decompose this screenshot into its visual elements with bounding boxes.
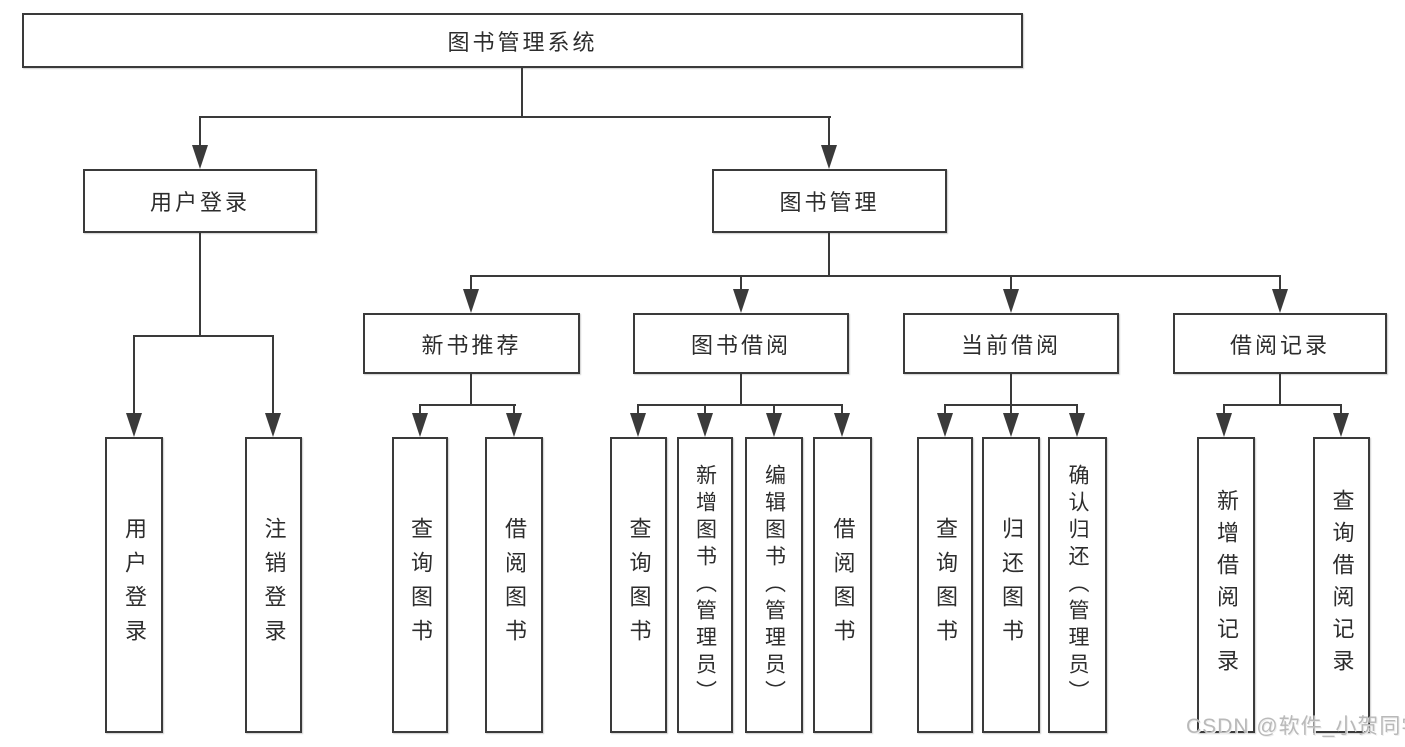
node-new-book-recommend-label: 新书推荐: [421, 332, 522, 358]
arrowhead-leaf-query-record: [1333, 413, 1349, 437]
connector-book-management-stem: [828, 233, 830, 276]
arrowhead-leaf-query-borrow: [630, 413, 646, 437]
leaf-query-books-recommend: 查询图书: [392, 437, 448, 733]
connector-book-borrow-rail: [637, 404, 843, 406]
arrowhead-borrow-records: [1272, 289, 1288, 313]
arrowhead-leaf-add-books: [697, 413, 713, 437]
leaf-query-books-recommend-label: 查询图书: [408, 517, 433, 653]
arrowhead-book-management: [821, 145, 837, 169]
arrowhead-leaf-query-recommend: [412, 413, 428, 437]
connector-to-leaf-add-record: [1223, 404, 1225, 420]
connector-to-leaf-query-recommend: [419, 404, 421, 420]
connector-to-leaf-edit-books: [773, 404, 775, 420]
node-current-borrow: 当前借阅: [903, 313, 1119, 374]
connector-new-book-rail: [419, 404, 516, 406]
connector-book-borrow-stem: [740, 374, 742, 406]
arrowhead-leaf-add-record: [1216, 413, 1232, 437]
node-borrow-records: 借阅记录: [1173, 313, 1387, 374]
node-borrow-records-label: 借阅记录: [1229, 332, 1330, 358]
arrowhead-leaf-borrow-recommend: [506, 413, 522, 437]
node-root: 图书管理系统: [22, 13, 1023, 68]
leaf-query-borrow-record: 查询借阅记录: [1313, 437, 1370, 733]
leaf-return-books: 归还图书: [982, 437, 1040, 733]
arrowhead-leaf-confirm-return: [1069, 413, 1085, 437]
connector-to-new-book-recommend: [470, 275, 472, 297]
arrowhead-new-book-recommend: [463, 289, 479, 313]
leaf-borrow-books-recommend-label: 借阅图书: [502, 517, 527, 653]
connector-borrow-records-stem: [1279, 374, 1281, 406]
connector-to-current-borrow: [1010, 275, 1012, 297]
arrowhead-current-borrow: [1003, 289, 1019, 313]
node-book-management-label: 图书管理: [779, 190, 880, 215]
node-user-login: 用户登录: [83, 169, 317, 233]
connector-to-borrow-records: [1279, 275, 1281, 297]
leaf-confirm-return-admin-label: 确认归还（管理员）: [1066, 463, 1089, 707]
connector-to-leaf-logout: [272, 335, 274, 421]
connector-root-to-user-login: [199, 116, 201, 150]
leaf-query-borrow-record-label: 查询借阅记录: [1329, 489, 1355, 681]
arrowhead-leaf-edit-books: [766, 413, 782, 437]
node-new-book-recommend: 新书推荐: [363, 313, 580, 374]
arrowhead-leaf-user-login: [126, 413, 142, 437]
leaf-borrow-books-recommend: 借阅图书: [485, 437, 543, 733]
node-current-borrow-label: 当前借阅: [960, 332, 1061, 358]
connector-to-leaf-borrow-recommend: [513, 404, 515, 420]
connector-to-leaf-query-current: [944, 404, 946, 420]
leaf-edit-books-admin-label: 编辑图书（管理员）: [762, 463, 786, 707]
connector-to-leaf-query-record: [1340, 404, 1342, 420]
leaf-borrow-books: 借阅图书: [813, 437, 872, 733]
connector-root-to-book-management: [828, 116, 830, 150]
connector-current-borrow-stem: [1010, 374, 1012, 406]
leaf-confirm-return-admin: 确认归还（管理员）: [1048, 437, 1107, 733]
arrowhead-book-borrow: [733, 289, 749, 313]
leaf-query-books-current: 查询图书: [917, 437, 973, 733]
csdn-watermark: CSDN @软件_小贺同学: [1186, 715, 1405, 738]
leaf-query-books-borrow-label: 查询图书: [626, 517, 652, 653]
connector-to-leaf-add-books: [704, 404, 706, 420]
node-book-borrow: 图书借阅: [633, 313, 849, 374]
leaf-logout-label: 注销登录: [261, 517, 287, 653]
connector-root-stem: [521, 68, 523, 117]
connector-to-leaf-return-books: [1010, 404, 1012, 420]
leaf-add-books-admin-label: 新增图书（管理员）: [693, 463, 717, 707]
connector-to-leaf-confirm-return: [1076, 404, 1078, 420]
arrowhead-leaf-return-books: [1003, 413, 1019, 437]
leaf-user-login-label: 用户登录: [122, 517, 147, 653]
node-book-management: 图书管理: [712, 169, 947, 233]
node-root-label: 图书管理系统: [447, 29, 598, 55]
connector-to-leaf-user-login: [133, 335, 135, 421]
leaf-edit-books-admin: 编辑图书（管理员）: [745, 437, 803, 733]
connector-to-leaf-query-borrow: [637, 404, 639, 420]
arrowhead-leaf-query-current: [937, 413, 953, 437]
connector-to-leaf-borrow-books: [841, 404, 843, 420]
connector-book-management-rail: [470, 275, 1281, 277]
leaf-borrow-books-label: 借阅图书: [830, 517, 856, 653]
connector-to-book-borrow: [740, 275, 742, 297]
arrowhead-leaf-logout: [265, 413, 281, 437]
node-book-borrow-label: 图书借阅: [690, 332, 791, 358]
leaf-query-books-borrow: 查询图书: [610, 437, 667, 733]
connector-user-login-stem: [199, 233, 201, 336]
connector-root-rail: [199, 116, 831, 118]
node-user-login-label: 用户登录: [149, 190, 250, 215]
connector-borrow-records-rail: [1223, 404, 1341, 406]
leaf-return-books-label: 归还图书: [999, 517, 1024, 653]
leaf-add-books-admin: 新增图书（管理员）: [677, 437, 733, 733]
leaf-add-borrow-record: 新增借阅记录: [1197, 437, 1255, 733]
leaf-query-books-current-label: 查询图书: [933, 517, 958, 653]
leaf-logout: 注销登录: [245, 437, 302, 733]
arrowhead-user-login: [192, 145, 208, 169]
arrowhead-leaf-borrow-books: [834, 413, 850, 437]
connector-user-login-rail: [133, 335, 274, 337]
leaf-add-borrow-record-label: 新增借阅记录: [1214, 489, 1239, 681]
leaf-user-login: 用户登录: [105, 437, 163, 733]
connector-new-book-stem: [470, 374, 472, 406]
